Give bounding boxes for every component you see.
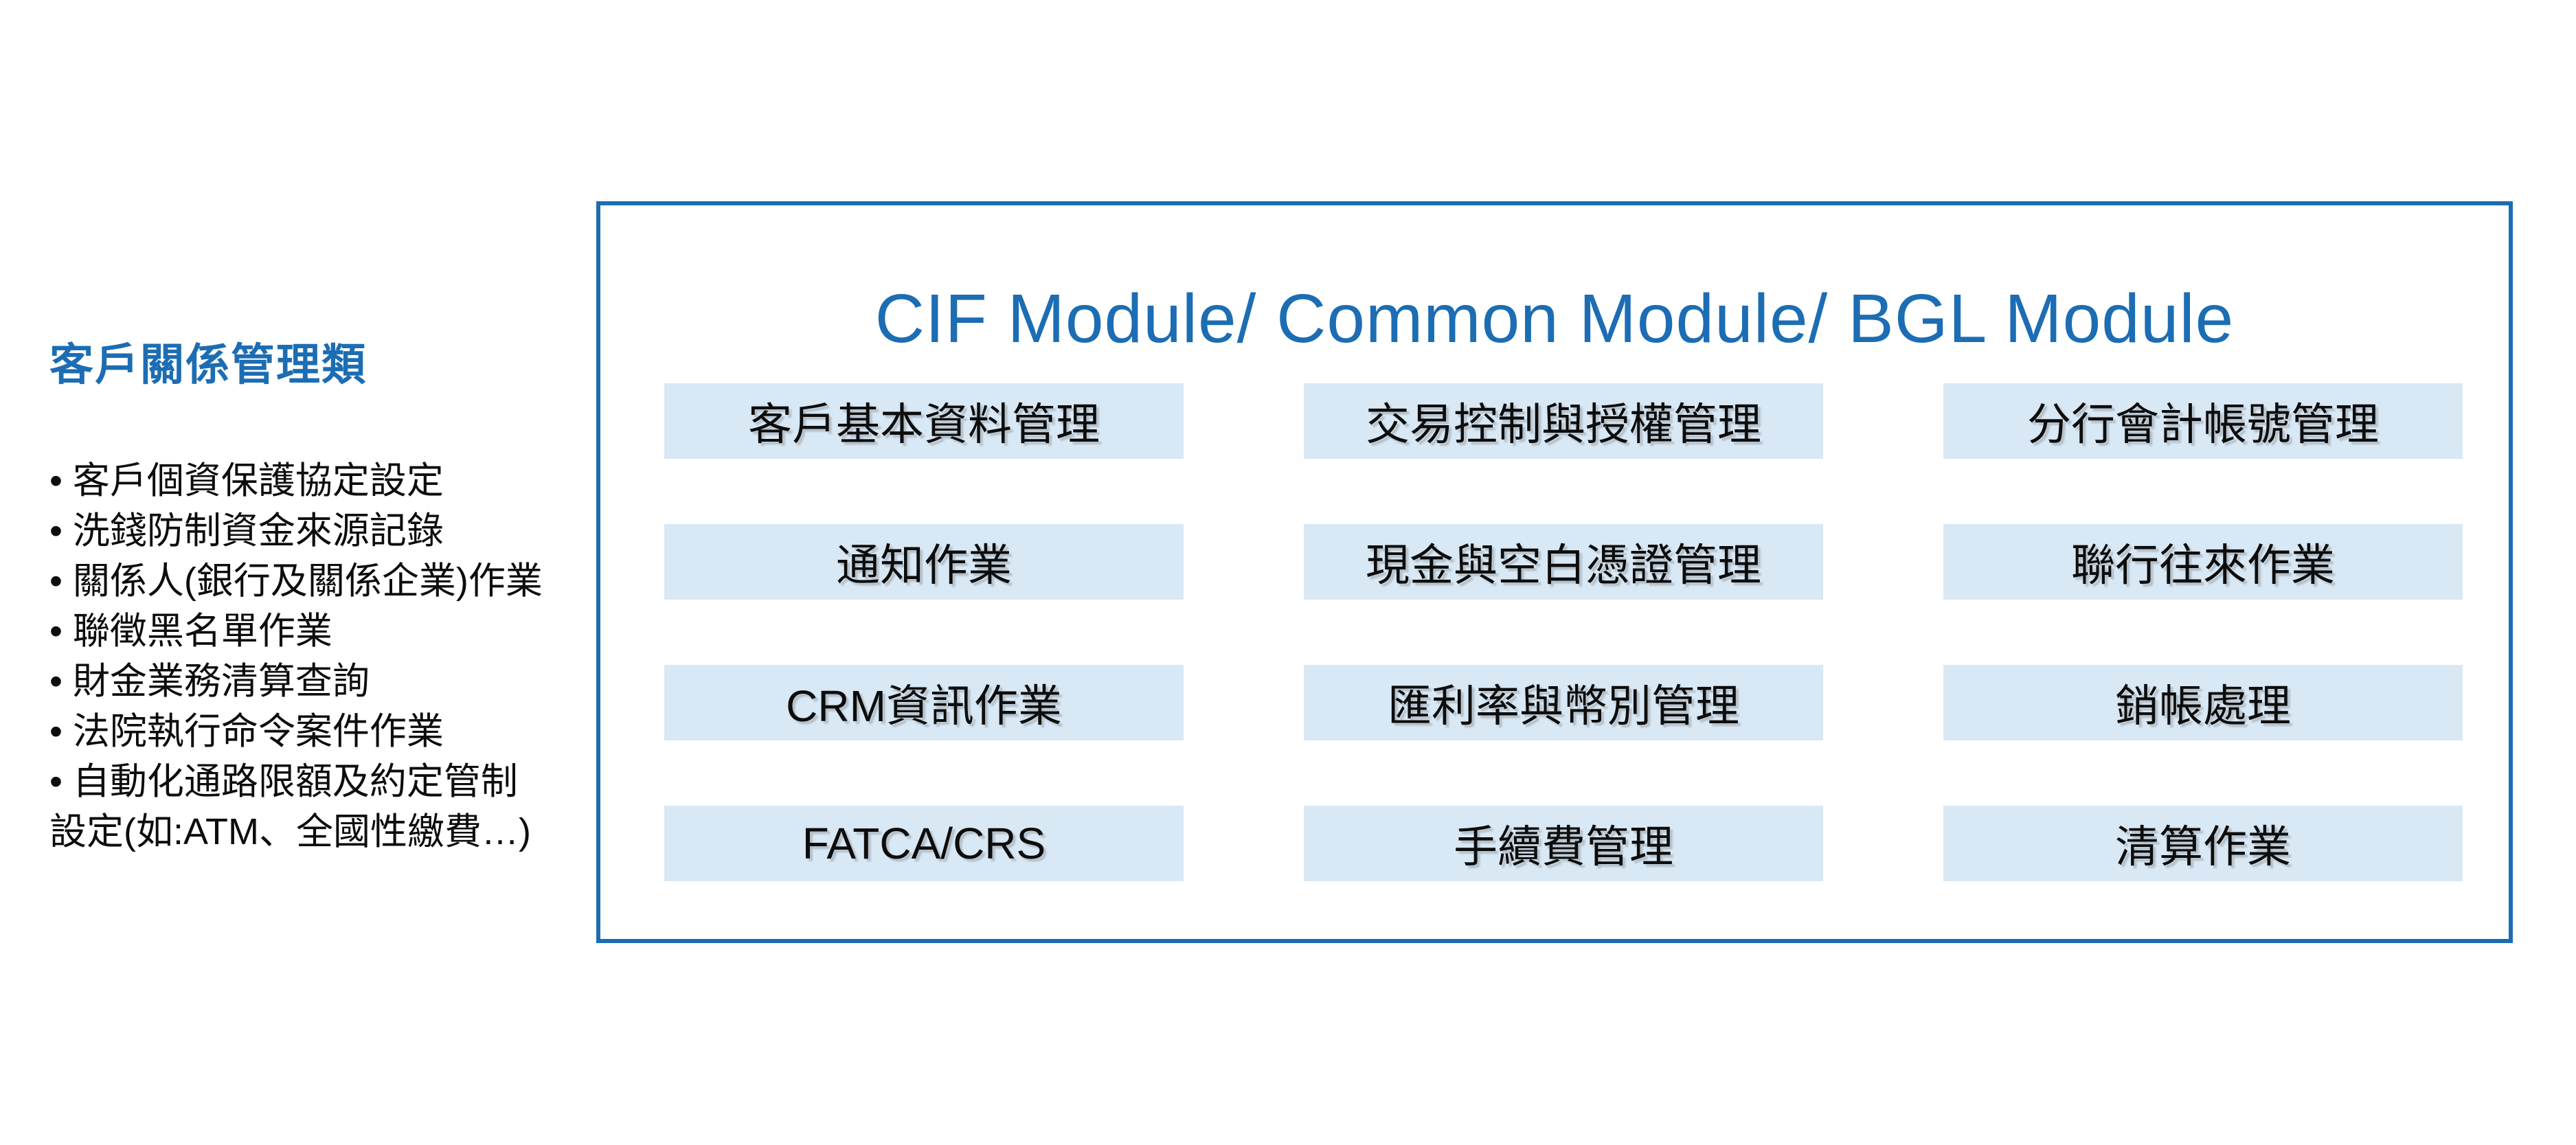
crm-bullet-item: • 關係人(銀行及關係企業)作業: [49, 560, 543, 602]
module-cell: 匯利率與幣別管理: [1304, 665, 1823, 740]
module-cell: 現金與空白憑證管理: [1304, 524, 1823, 600]
module-grid: 客戶基本資料管理 交易控制與授權管理 分行會計帳號管理通知作業 現金與空白憑證管理 聯行…: [664, 383, 2463, 881]
crm-bullet-item: • 法院執行命令案件作業: [49, 711, 444, 752]
module-cell: 客戶基本資料管理: [664, 383, 1184, 459]
crm-category-title: 客戶關係管理類: [49, 340, 367, 389]
module-cell: 手續費管理: [1304, 806, 1823, 881]
module-cell: CRM資訊作業: [664, 665, 1184, 740]
module-cell: 清算作業: [1943, 806, 2463, 881]
crm-bullet-item: • 洗錢防制資金來源記錄: [49, 510, 444, 552]
module-cell: FATCA/CRS: [664, 806, 1184, 881]
module-box-title: CIF Module/ Common Module/ BGL Module: [874, 280, 2235, 357]
module-cell: 聯行往來作業: [1943, 524, 2463, 600]
crm-bullet-item: • 聯徵黑名單作業: [49, 611, 332, 652]
crm-bullet-item: • 自動化通路限額及約定管制設定(如:ATM、全國性繳費…): [49, 761, 531, 852]
crm-bullet-item: • 財金業務清算查詢: [49, 661, 370, 702]
module-cell: 交易控制與授權管理: [1304, 383, 1823, 459]
module-cell: 通知作業: [664, 524, 1184, 600]
crm-bullet-list: • 客戶個資保護協定設定 • 洗錢防制資金來源記錄 • 關係人(銀行及關係企業)作業…: [49, 456, 551, 857]
module-cell: 銷帳處理: [1943, 665, 2463, 740]
left-panel: 客戶關係管理類 • 客戶個資保護協定設定 • 洗錢防制資金來源記錄 • 關係人(銀行…: [49, 330, 572, 857]
crm-bullet-item: • 客戶個資保護協定設定: [49, 460, 444, 501]
module-cell: 分行會計帳號管理: [1943, 383, 2463, 459]
module-box: CIF Module/ Common Module/ BGL Module 客戶…: [596, 201, 2513, 943]
